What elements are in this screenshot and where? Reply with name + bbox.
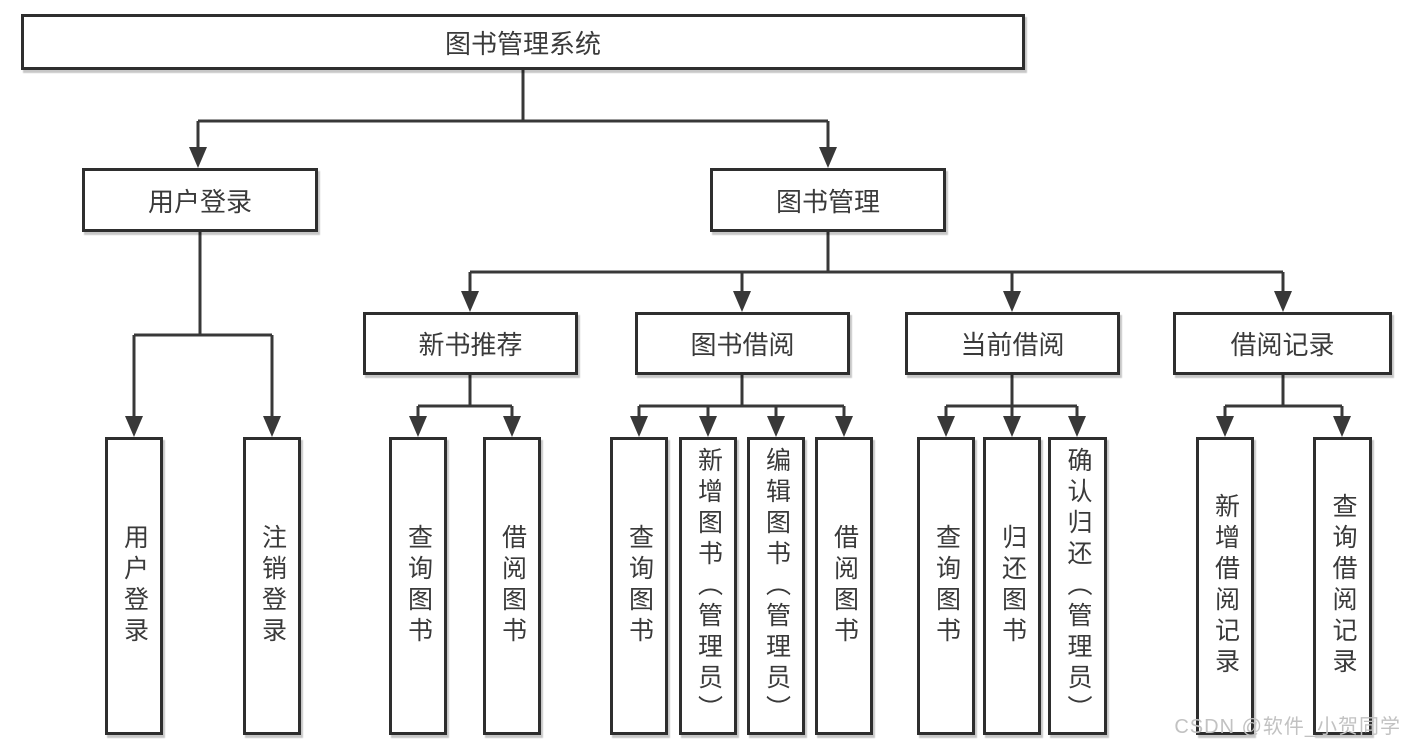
leaf-current-return-books-label: 归还图书 [998, 524, 1027, 648]
node-book-management-label: 图书管理 [775, 186, 880, 217]
leaf-borrow-borrow-books-label: 借阅图书 [830, 524, 859, 648]
leaf-borrow-edit-books-admin: 编辑图书（管理员） [747, 437, 805, 735]
arrowhead [819, 147, 837, 168]
leaf-borrow-edit-books-admin-label: 编辑图书（管理员） [762, 446, 791, 726]
arrowhead [1068, 416, 1086, 437]
node-new-book-recommend-label: 新书推荐 [418, 330, 523, 360]
node-book-management: 图书管理 [710, 168, 946, 232]
arrowhead [461, 291, 479, 312]
node-current-borrow: 当前借阅 [905, 312, 1120, 375]
node-library-system: 图书管理系统 [21, 14, 1025, 70]
leaf-recommend-query-books: 查询图书 [389, 437, 447, 735]
arrowhead [263, 416, 281, 437]
leaf-logout-label: 注销登录 [258, 524, 287, 648]
leaf-borrow-add-books-admin-label: 新增图书（管理员） [694, 446, 723, 726]
node-book-borrow: 图书借阅 [635, 312, 850, 375]
arrowhead [699, 416, 717, 437]
node-borrow-records-label: 借阅记录 [1230, 330, 1335, 360]
leaf-current-confirm-return-admin: 确认归还（管理员） [1048, 437, 1107, 735]
leaf-borrow-query-books: 查询图书 [610, 437, 668, 735]
arrowhead [1003, 416, 1021, 437]
connector-book-mgmt-branch [468, 232, 1285, 293]
arrowhead [733, 291, 751, 312]
connector-current-branch [944, 375, 1079, 418]
leaf-recommend-borrow-books-label: 借阅图书 [498, 524, 527, 648]
connector-root-to-level2 [196, 70, 830, 150]
leaf-current-query-books: 查询图书 [917, 437, 975, 735]
connector-borrow-branch [637, 375, 846, 418]
leaf-current-confirm-return-admin-label: 确认归还（管理员） [1064, 446, 1092, 726]
leaf-user-login: 用户登录 [105, 437, 163, 735]
leaf-borrow-add-books-admin: 新增图书（管理员） [679, 437, 737, 735]
arrowhead [1333, 416, 1351, 437]
arrowhead [835, 416, 853, 437]
arrowhead [1003, 291, 1021, 312]
leaf-user-login-label: 用户登录 [120, 524, 149, 648]
leaf-borrow-query-books-label: 查询图书 [625, 524, 654, 648]
leaf-recommend-query-books-label: 查询图书 [404, 524, 433, 648]
leaf-records-query-record-label: 查询借阅记录 [1329, 493, 1357, 679]
arrowhead [1216, 416, 1234, 437]
leaf-current-query-books-label: 查询图书 [932, 524, 961, 648]
connector-recommend-branch [416, 375, 514, 418]
leaf-records-add-record: 新增借阅记录 [1196, 437, 1254, 735]
leaf-records-query-record: 查询借阅记录 [1313, 437, 1372, 735]
arrowhead [409, 416, 427, 437]
arrowhead [125, 416, 143, 437]
watermark: CSDN @软件_小贺同学 [1174, 716, 1401, 738]
arrowhead [767, 416, 785, 437]
leaf-logout: 注销登录 [243, 437, 301, 735]
connector-records-branch [1223, 375, 1344, 418]
node-user-login-label: 用户登录 [147, 186, 252, 217]
arrowhead [189, 147, 207, 168]
node-user-login: 用户登录 [82, 168, 318, 232]
arrowhead [630, 416, 648, 437]
leaf-current-return-books: 归还图书 [983, 437, 1041, 735]
leaf-recommend-borrow-books: 借阅图书 [483, 437, 541, 735]
node-library-system-label: 图书管理系统 [444, 28, 601, 59]
node-book-borrow-label: 图书借阅 [690, 330, 795, 360]
arrowhead [503, 416, 521, 437]
node-new-book-recommend: 新书推荐 [363, 312, 578, 375]
node-current-borrow-label: 当前借阅 [960, 330, 1065, 360]
node-borrow-records: 借阅记录 [1173, 312, 1392, 375]
leaf-borrow-borrow-books: 借阅图书 [815, 437, 873, 735]
connector-user-login-branch [132, 232, 274, 418]
arrowhead [937, 416, 955, 437]
arrowhead [1274, 291, 1292, 312]
leaf-records-add-record-label: 新增借阅记录 [1211, 493, 1240, 679]
